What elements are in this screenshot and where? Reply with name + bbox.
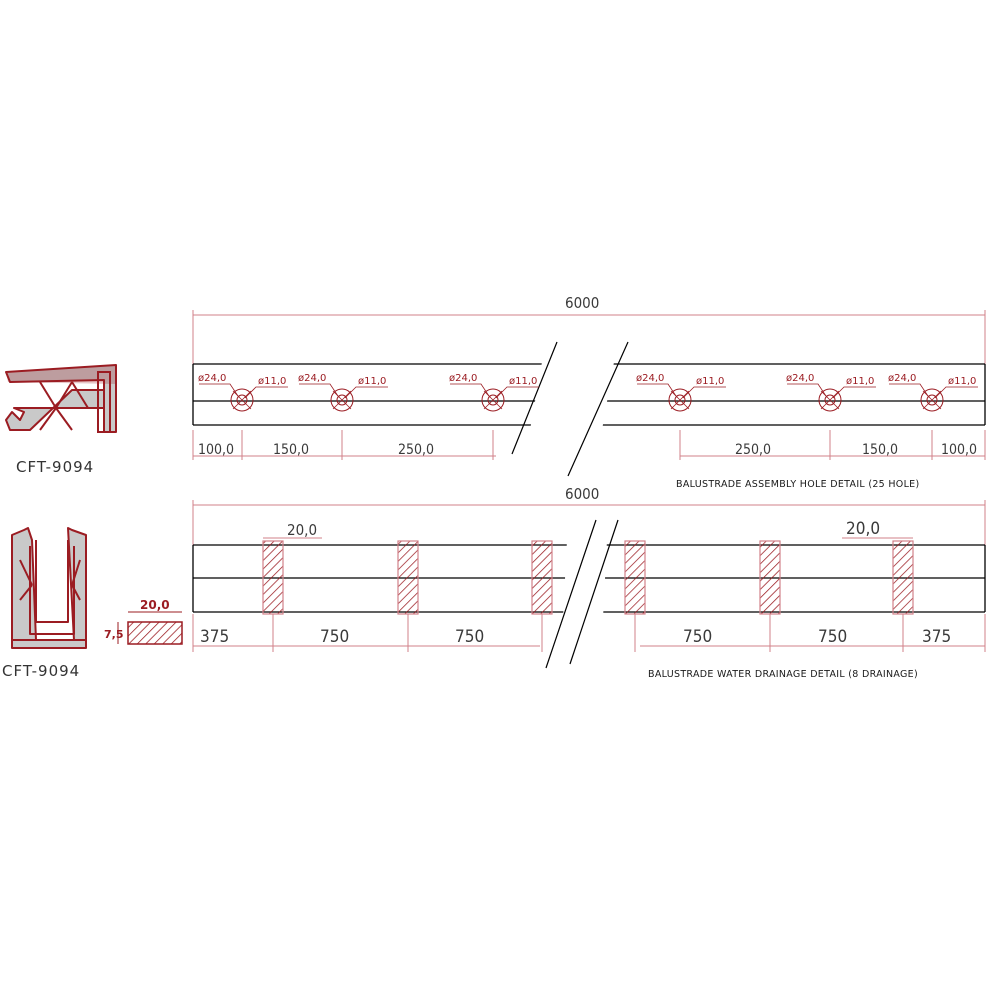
drainage-slots (262, 540, 914, 615)
assembly-dim-right-3: 100,0 (941, 442, 977, 458)
slot-section-detail: 20,0 7,5 (104, 598, 183, 645)
assembly-dim-left-1: 100,0 (198, 442, 234, 458)
drainage-dim-left-1: 375 (200, 627, 229, 647)
drainage-dim-right-1: 750 (683, 627, 712, 647)
profile-side-view (5, 364, 117, 433)
assembly-dim-right-2: 150,0 (862, 442, 898, 458)
assembly-hole: ø24,0 ø11,0 (786, 373, 876, 412)
assembly-hole: ø24,0 ø11,0 (198, 373, 288, 412)
drainage-slot-width-right: 20,0 (846, 519, 880, 539)
assembly-dim-right-1: 250,0 (735, 442, 771, 458)
slot-width-label: 20,0 (140, 598, 170, 612)
hole-outer-label: ø24,0 (888, 373, 916, 384)
assembly-caption: BALUSTRADE ASSEMBLY HOLE DETAIL (25 HOLE… (676, 479, 919, 490)
hole-outer-label: ø24,0 (198, 373, 226, 384)
drainage-total-length: 6000 (565, 485, 599, 503)
slot-height-label: 7,5 (104, 628, 124, 641)
hole-outer-label: ø24,0 (636, 373, 664, 384)
assembly-total-length: 6000 (565, 294, 599, 312)
drainage-slot (624, 540, 646, 615)
hole-inner-label: ø11,0 (358, 376, 386, 387)
assembly-dim-left-3: 250,0 (398, 442, 434, 458)
assembly-hole: ø24,0 ø11,0 (449, 373, 539, 412)
hole-inner-label: ø11,0 (258, 376, 286, 387)
drainage-slot (892, 540, 914, 615)
assembly-hole: ø24,0 ø11,0 (888, 373, 978, 412)
hole-inner-label: ø11,0 (948, 376, 976, 387)
profile-code-bottom: CFT-9094 (2, 662, 80, 680)
drainage-dim-left-3: 750 (455, 627, 484, 647)
assembly-holes: ø24,0 ø11,0 ø24,0 ø11,0 ø24,0 ø11,0 ø24,0 ø11,0… (198, 373, 978, 412)
drainage-slot (759, 540, 781, 615)
assembly-dim-left-2: 150,0 (273, 442, 309, 458)
drainage-dim-left-2: 750 (320, 627, 349, 647)
drainage-slot-width-left: 20,0 (287, 521, 317, 539)
assembly-hole: ø24,0 ø11,0 (298, 373, 388, 412)
hole-inner-label: ø11,0 (846, 376, 874, 387)
drainage-dim-right-3: 375 (922, 627, 951, 647)
assembly-hole: ø24,0 ø11,0 (636, 373, 726, 412)
hole-inner-label: ø11,0 (509, 376, 537, 387)
drainage-slot (531, 540, 553, 615)
profile-code-top: CFT-9094 (16, 458, 94, 476)
profile-section-view (11, 527, 87, 649)
drainage-dim-right-2: 750 (818, 627, 847, 647)
hole-outer-label: ø24,0 (298, 373, 326, 384)
drainage-view: 6000 20,0 20,0 375 750 750 750 750 375 B… (192, 485, 986, 680)
drainage-caption: BALUSTRADE WATER DRAINAGE DETAIL (8 DRAI… (648, 669, 918, 680)
hole-outer-label: ø24,0 (449, 373, 477, 384)
hole-outer-label: ø24,0 (786, 373, 814, 384)
drainage-slot (397, 540, 419, 615)
drainage-slot (262, 540, 284, 615)
hole-inner-label: ø11,0 (696, 376, 724, 387)
